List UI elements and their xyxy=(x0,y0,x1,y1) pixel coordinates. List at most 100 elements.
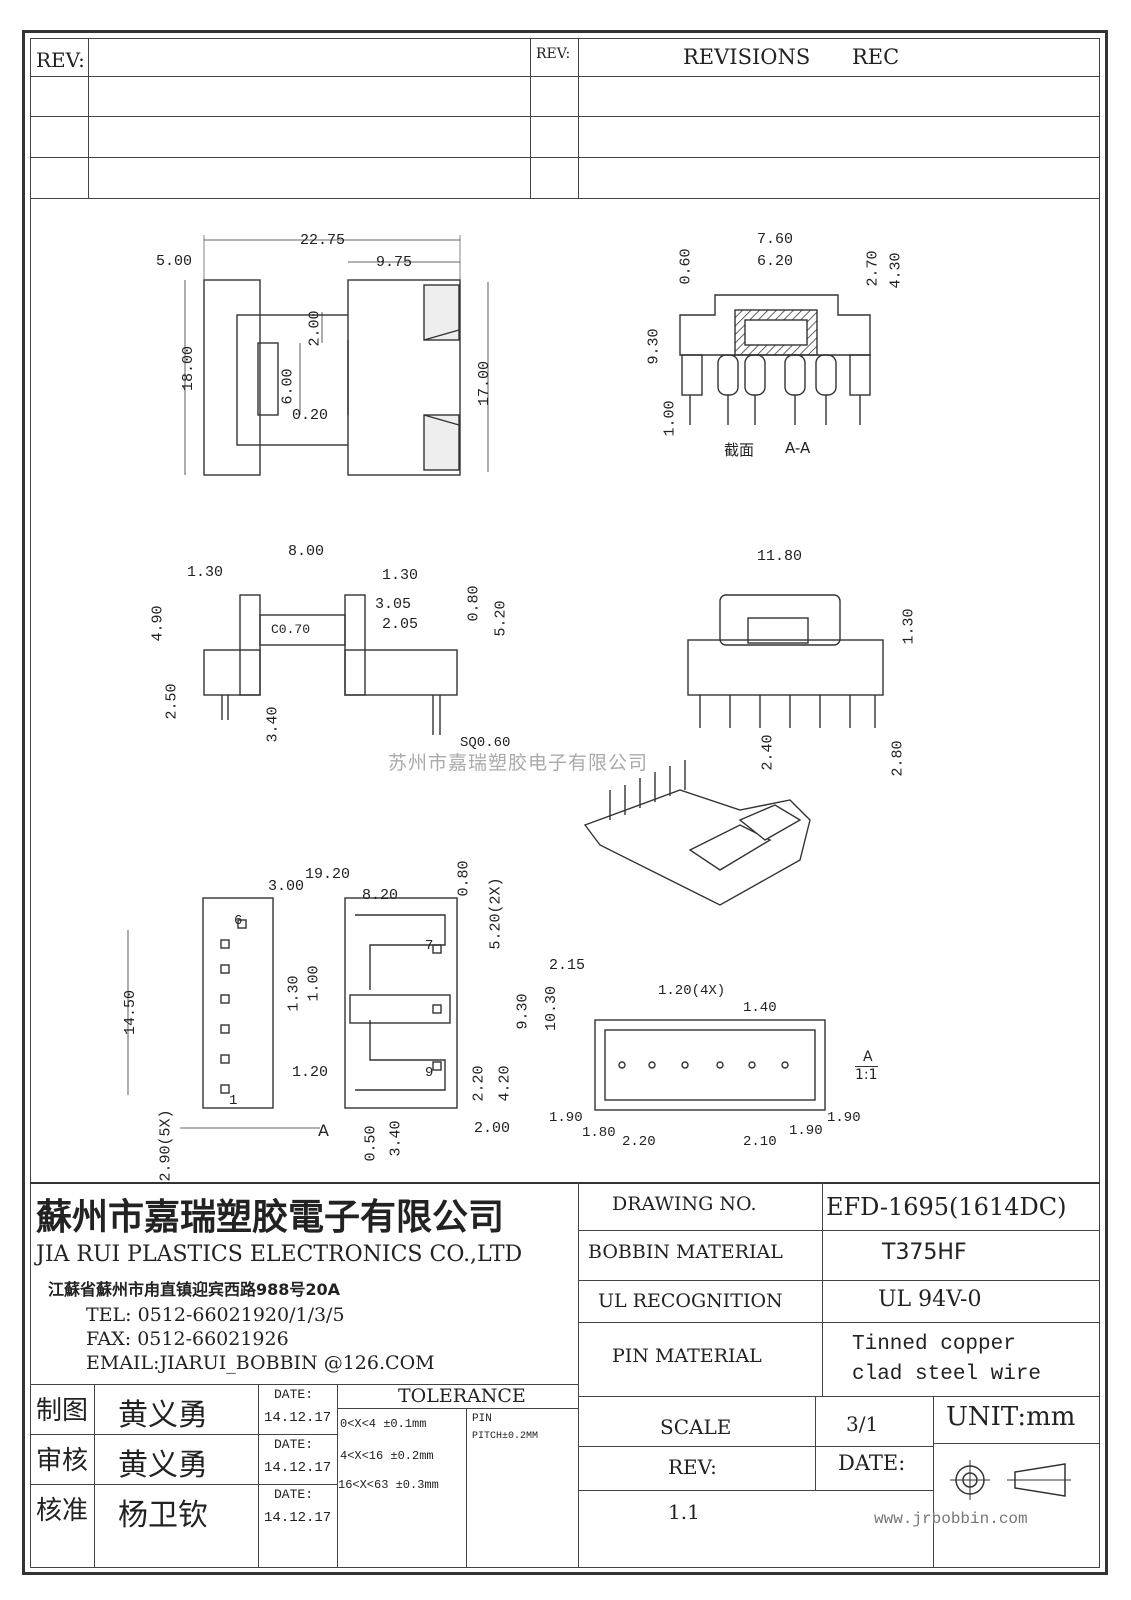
signoff-date-label-0: DATE: xyxy=(274,1387,314,1402)
dim-2-05: 2.05 xyxy=(382,616,419,633)
dim-2-70: 2.70 xyxy=(864,250,882,287)
unit: UNIT:mm xyxy=(946,1402,1076,1432)
dim-11-80: 11.80 xyxy=(757,548,803,565)
rev-label-left: REV: xyxy=(36,48,85,72)
dim-1-30-b: 1.30 xyxy=(382,567,419,584)
pin-pitch-2: PITCH±0.2MM xyxy=(472,1431,539,1442)
drawing-area xyxy=(127,235,884,1129)
website: www.jrbobbin.com xyxy=(874,1510,1028,1528)
dim-9-75: 9.75 xyxy=(376,254,413,271)
dim-0-80-b: 0.80 xyxy=(455,860,473,897)
dim-2-90-5x: 2.90(5X) xyxy=(157,1109,175,1182)
dim-1-90-b: 1.90 xyxy=(789,1123,823,1139)
dim-4-90: 4.90 xyxy=(149,605,167,642)
dim-1-00: 1.00 xyxy=(661,400,679,437)
dim-3-40-b: 3.40 xyxy=(387,1120,405,1157)
dim-2-80: 2.80 xyxy=(889,740,907,777)
ul-label: UL RECOGNITION xyxy=(598,1290,783,1312)
dim-9-30: 9.30 xyxy=(645,328,663,365)
signoff-date-1: 14.12.17 xyxy=(264,1460,332,1476)
rec-header: REC xyxy=(852,45,900,69)
dim-2-20: 2.20 xyxy=(470,1065,488,1102)
view-a-scale: 1:1 xyxy=(855,1066,878,1083)
dim-3-05: 3.05 xyxy=(375,596,412,613)
dim-3-40: 3.40 xyxy=(264,706,282,743)
dim-5-00: 5.00 xyxy=(156,253,193,270)
signoff-date-0: 14.12.17 xyxy=(264,1410,332,1426)
pin-label-6: 6 xyxy=(234,913,243,929)
signoff-date-label-2: DATE: xyxy=(274,1487,314,1502)
dim-1-80: 1.80 xyxy=(582,1125,616,1141)
dim-1-30-c: 1.30 xyxy=(900,608,918,645)
drawing-no: EFD-1695(1614DC) xyxy=(826,1193,1067,1221)
tolerance-row-1: 4<X<16 ±0.2mm xyxy=(340,1449,434,1463)
top-view xyxy=(184,235,489,476)
signoff-role-0: 制图 xyxy=(36,1396,89,1426)
side-view xyxy=(203,594,458,735)
dim-5-20: 5.20 xyxy=(492,600,510,637)
outer-border xyxy=(22,30,1108,1575)
section-view xyxy=(679,294,871,425)
pin-pitch-1: PIN xyxy=(472,1413,492,1425)
section-mark-a: A xyxy=(318,1121,329,1140)
isometric-view xyxy=(583,760,811,906)
dim-2-15: 2.15 xyxy=(549,957,586,974)
dim-2-40: 2.40 xyxy=(759,734,777,771)
dim-1-20-4x: 1.20(4X) xyxy=(658,983,726,999)
end-view xyxy=(687,594,884,728)
section-label: 截面 xyxy=(724,441,755,459)
dim-17-00: 17.00 xyxy=(476,360,494,407)
revisions-header: REVISIONS xyxy=(683,45,811,69)
pin-label-1: 1 xyxy=(229,1093,238,1109)
tel: TEL: 0512-66021920/1/3/5 xyxy=(86,1304,345,1326)
signoff-name-1: 黄义勇 xyxy=(118,1448,208,1483)
rev-value: 1.1 xyxy=(668,1500,700,1524)
scale-label: SCALE xyxy=(660,1415,732,1439)
signoff-date-label-1: DATE: xyxy=(274,1437,314,1452)
dim-1-40: 1.40 xyxy=(743,1000,777,1016)
section-id: A-A xyxy=(785,439,811,457)
dim-sq0-60: SQ0.60 xyxy=(460,735,511,751)
bobbin-material-label: BOBBIN MATERIAL xyxy=(588,1241,783,1263)
dim-2-00-b: 2.00 xyxy=(474,1120,511,1137)
dim-1-00-b: 1.00 xyxy=(305,965,323,1002)
dim-0-60: 0.60 xyxy=(677,248,695,285)
address: 江蘇省蘇州市甪直镇迎宾西路988号20A xyxy=(48,1280,341,1299)
dim-1-20: 1.20 xyxy=(292,1064,329,1081)
dim-22-75: 22.75 xyxy=(300,232,346,249)
ul-value: UL 94V-0 xyxy=(878,1287,982,1312)
dim-8-20: 8.20 xyxy=(362,887,399,904)
signoff-name-2: 杨卫钦 xyxy=(118,1498,208,1533)
dim-18-00: 18.00 xyxy=(180,345,198,392)
signoff-role-1: 审核 xyxy=(36,1446,89,1476)
pin-view xyxy=(594,1019,826,1111)
dim-9-30-b: 9.30 xyxy=(514,993,532,1030)
dim-3-00: 3.00 xyxy=(268,878,305,895)
rev-label-right: REV: xyxy=(536,46,571,62)
dim-8-00: 8.00 xyxy=(288,543,325,560)
date-label: DATE: xyxy=(838,1451,906,1475)
dim-5-20-2x: 5.20(2X) xyxy=(487,877,505,950)
pin-material-2: clad steel wire xyxy=(852,1363,1042,1386)
email: EMAIL:JIARUI_BOBBIN @126.COM xyxy=(86,1352,435,1374)
tolerance-label: TOLERANCE xyxy=(398,1385,526,1407)
dim-2-50: 2.50 xyxy=(163,683,181,720)
rev-label: REV: xyxy=(668,1455,717,1479)
dim-c0-70: C0.70 xyxy=(271,622,311,637)
dim-2-00: 2.00 xyxy=(306,310,324,347)
dim-0-20: 0.20 xyxy=(292,407,329,424)
bobbin-material: T375HF xyxy=(882,1240,967,1265)
watermark: 苏州市嘉瑞塑胶电子有限公司 xyxy=(388,752,649,774)
dim-19-20: 19.20 xyxy=(305,866,351,883)
dim-7-60: 7.60 xyxy=(757,231,794,248)
bottom-view xyxy=(127,897,458,1129)
dim-14-50: 14.50 xyxy=(122,989,140,1036)
dim-0-50: 0.50 xyxy=(362,1125,380,1162)
dim-1-30-d: 1.30 xyxy=(285,975,303,1012)
dim-4-30: 4.30 xyxy=(887,252,905,289)
pin-label-9: 9 xyxy=(425,1065,434,1081)
dim-1-30-a: 1.30 xyxy=(187,564,224,581)
dim-2-20-b: 2.20 xyxy=(622,1134,656,1150)
pin-material-1: Tinned copper xyxy=(852,1333,1016,1356)
signoff-role-2: 核准 xyxy=(36,1496,89,1526)
